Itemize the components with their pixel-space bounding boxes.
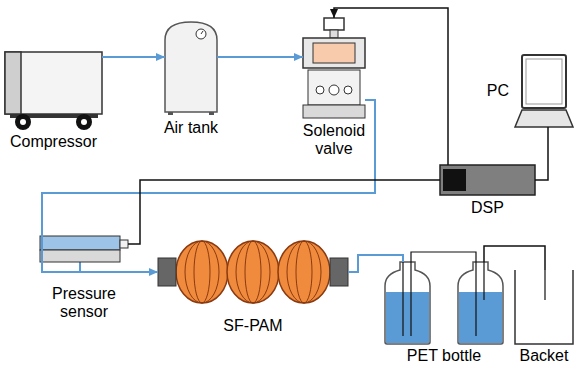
laptop-figure-part — [526, 59, 562, 104]
pc-node: PC — [515, 55, 573, 127]
component-label: SF-PAM — [223, 317, 282, 335]
pet-bottle-figure-part — [459, 292, 502, 343]
backet-figure-part — [544, 270, 545, 300]
solenoid-valve-figure-part — [329, 85, 339, 95]
air-tank-figure-part — [165, 22, 217, 112]
sf-pam-node: SF-PAM — [158, 241, 348, 303]
pet-bottle-figure — [385, 252, 503, 344]
component-label: Air tank — [164, 119, 218, 137]
pressure-sensor-figure-part — [120, 240, 128, 248]
air-tube — [217, 56, 303, 58]
pet-bottle-figure-part — [385, 262, 430, 344]
component-label: PET bottle — [407, 347, 481, 365]
sf-pam-figure-part — [176, 241, 228, 303]
solenoid-valve-figure-part — [308, 70, 360, 105]
air-tank-node: Air tank — [165, 22, 217, 115]
component-label: DSP — [471, 199, 504, 217]
dsp-node: DSP — [440, 165, 535, 195]
pet-bottle-figure-part — [411, 252, 476, 336]
solenoid-valve-figure-part — [316, 86, 324, 94]
signal-line — [535, 127, 548, 180]
pet-bottle-figure-part — [458, 262, 503, 344]
air-tube — [348, 255, 403, 272]
component-label: Pressure sensor — [44, 285, 124, 322]
laptop-figure-part — [515, 110, 573, 127]
solenoid-valve-figure-part — [303, 38, 365, 68]
component-label: Solenoid valve — [301, 122, 367, 159]
component-label: Backet — [520, 347, 569, 365]
dsp-figure — [440, 165, 535, 195]
pressure-sensor-node: Pressure sensor — [40, 236, 128, 262]
pet-bottle-figure-part — [386, 292, 429, 343]
sf-pam-figure-part — [296, 241, 312, 303]
compressor-figure-part — [15, 114, 31, 130]
solenoid-valve-figure-part — [344, 86, 352, 94]
signal-line — [128, 180, 440, 244]
backet-node: Backet — [515, 270, 573, 344]
sf-pam-figure-part — [330, 258, 348, 286]
compressor-figure-part — [5, 52, 21, 114]
compressor-figure-part — [20, 119, 26, 125]
compressor-figure-part — [81, 119, 87, 125]
pressure-sensor-figure-part — [40, 250, 120, 262]
compressor-figure — [5, 52, 102, 130]
solenoid-valve-node: Solenoid valve — [303, 18, 365, 118]
laptop-figure — [515, 55, 573, 127]
air-tube — [102, 56, 165, 58]
component-label: Compressor — [10, 133, 97, 151]
backet-figure-part — [515, 270, 573, 344]
pressure-sensor-figure — [40, 236, 128, 272]
compressor-node: Compressor — [5, 52, 102, 130]
pet-bottle-node: PET bottle — [385, 262, 503, 344]
sf-pam-figure-part — [245, 241, 261, 303]
air-tank-figure-part — [196, 29, 206, 39]
sf-pam-figure-part — [158, 258, 176, 286]
pressure-sensor-figure-part — [40, 236, 120, 250]
laptop-figure-part — [522, 55, 566, 108]
compressor-figure-part — [76, 114, 92, 130]
pet-bottle-figure-part — [402, 262, 403, 336]
pet-bottle-figure-part — [458, 262, 503, 344]
component-label: PC — [487, 82, 509, 100]
pet-bottle-figure-part — [483, 262, 484, 300]
backet-figure — [515, 270, 573, 344]
air-tank-figure-part — [168, 112, 173, 115]
signal-line — [484, 246, 545, 270]
sf-pam-figure — [158, 241, 348, 303]
solenoid-valve-figure-part — [330, 30, 338, 38]
dsp-figure-part — [443, 169, 466, 191]
air-tube — [42, 100, 375, 272]
air-tank-figure — [165, 22, 217, 115]
pressure-sensor-figure-part — [79, 262, 81, 272]
sf-pam-figure-part — [185, 241, 219, 303]
compressor-figure-part — [5, 52, 102, 114]
air-tank-figure-part — [201, 31, 203, 34]
air-tank-figure-part — [209, 112, 214, 115]
sf-pam-figure-part — [227, 241, 279, 303]
pet-bottle-figure-part — [385, 262, 430, 344]
dsp-figure-part — [440, 165, 535, 195]
sf-pam-figure-part — [236, 241, 270, 303]
solenoid-valve-figure-part — [324, 18, 344, 30]
sf-pam-figure-part — [194, 241, 210, 303]
solenoid-valve-figure-part — [313, 43, 355, 63]
sf-pam-figure-part — [278, 241, 330, 303]
sf-pam-figure-part — [287, 241, 321, 303]
solenoid-valve-figure — [303, 18, 365, 118]
solenoid-valve-figure-part — [303, 105, 365, 118]
